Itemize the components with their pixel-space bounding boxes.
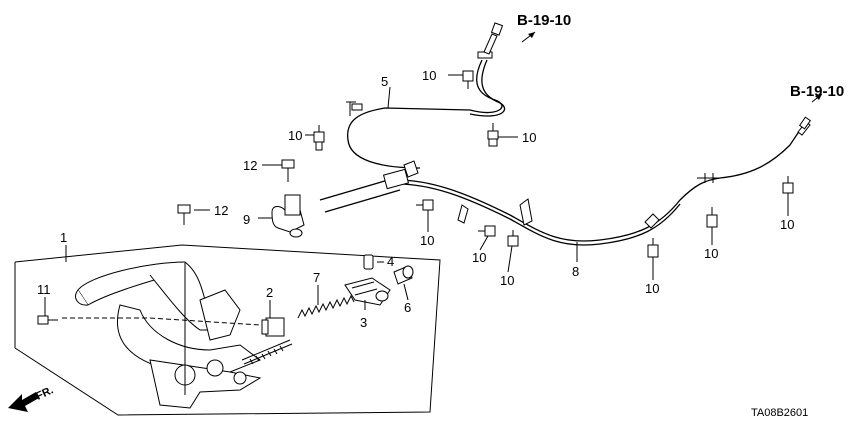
bolt-10-f — [507, 230, 519, 247]
callout-10-a: 10 — [422, 68, 436, 83]
callout-10-g: 10 — [645, 281, 659, 296]
front-marker: FR. — [34, 384, 55, 402]
part-7-spring — [297, 294, 355, 319]
section-ref-upper: B-19-10 — [517, 12, 571, 29]
callout-11: 11 — [37, 282, 51, 297]
callout-10-f: 10 — [500, 273, 514, 288]
callout-5: 5 — [381, 74, 388, 89]
drawing-code: TA08B2601 — [751, 407, 808, 419]
callout-1: 1 — [60, 230, 67, 245]
bolt-10-e — [478, 225, 496, 237]
cable-8 — [389, 116, 812, 246]
ref-arrow-upper — [521, 31, 536, 43]
cable-5 — [346, 22, 506, 169]
leader-lines — [44, 74, 789, 318]
callout-3: 3 — [360, 315, 367, 330]
bolt-10-c — [487, 123, 499, 147]
callout-12-a: 12 — [243, 158, 257, 173]
part-3-adjuster — [344, 277, 391, 306]
bolt-10-a — [462, 70, 474, 89]
callout-10-b: 10 — [288, 128, 302, 143]
callout-10-d: 10 — [420, 233, 434, 248]
bolt-10-h — [706, 207, 718, 228]
lever-assembly-box — [14, 244, 441, 416]
callout-9: 9 — [243, 212, 250, 227]
part-9-bracket — [271, 194, 305, 238]
callout-10-h: 10 — [704, 246, 718, 261]
bolt-10-i — [782, 176, 794, 194]
callout-7: 7 — [313, 270, 320, 285]
callout-8: 8 — [572, 264, 579, 279]
bolts — [37, 70, 794, 325]
part-2-nut — [241, 317, 293, 365]
callout-10-c: 10 — [522, 130, 536, 145]
bolt-10-b — [313, 125, 325, 151]
part-4-pin — [363, 254, 374, 270]
callout-6: 6 — [404, 300, 411, 315]
callout-10-e: 10 — [472, 250, 486, 265]
callout-2: 2 — [266, 285, 273, 300]
bolt-12-b — [177, 204, 191, 225]
bolt-11 — [37, 315, 58, 325]
bolt-10-d — [416, 199, 434, 211]
callout-4: 4 — [387, 254, 394, 269]
callout-10-i: 10 — [780, 217, 794, 232]
part-1-lever — [62, 261, 262, 409]
bolt-12-a — [281, 159, 295, 182]
section-ref-right: B-19-10 — [790, 83, 844, 100]
callout-12-b: 12 — [214, 203, 228, 218]
bolt-10-g — [647, 238, 659, 258]
front-arrow-icon — [8, 392, 39, 412]
ref-arrow-right — [811, 93, 823, 103]
part-6-nut — [393, 265, 414, 285]
equalizer-cable — [319, 160, 419, 213]
